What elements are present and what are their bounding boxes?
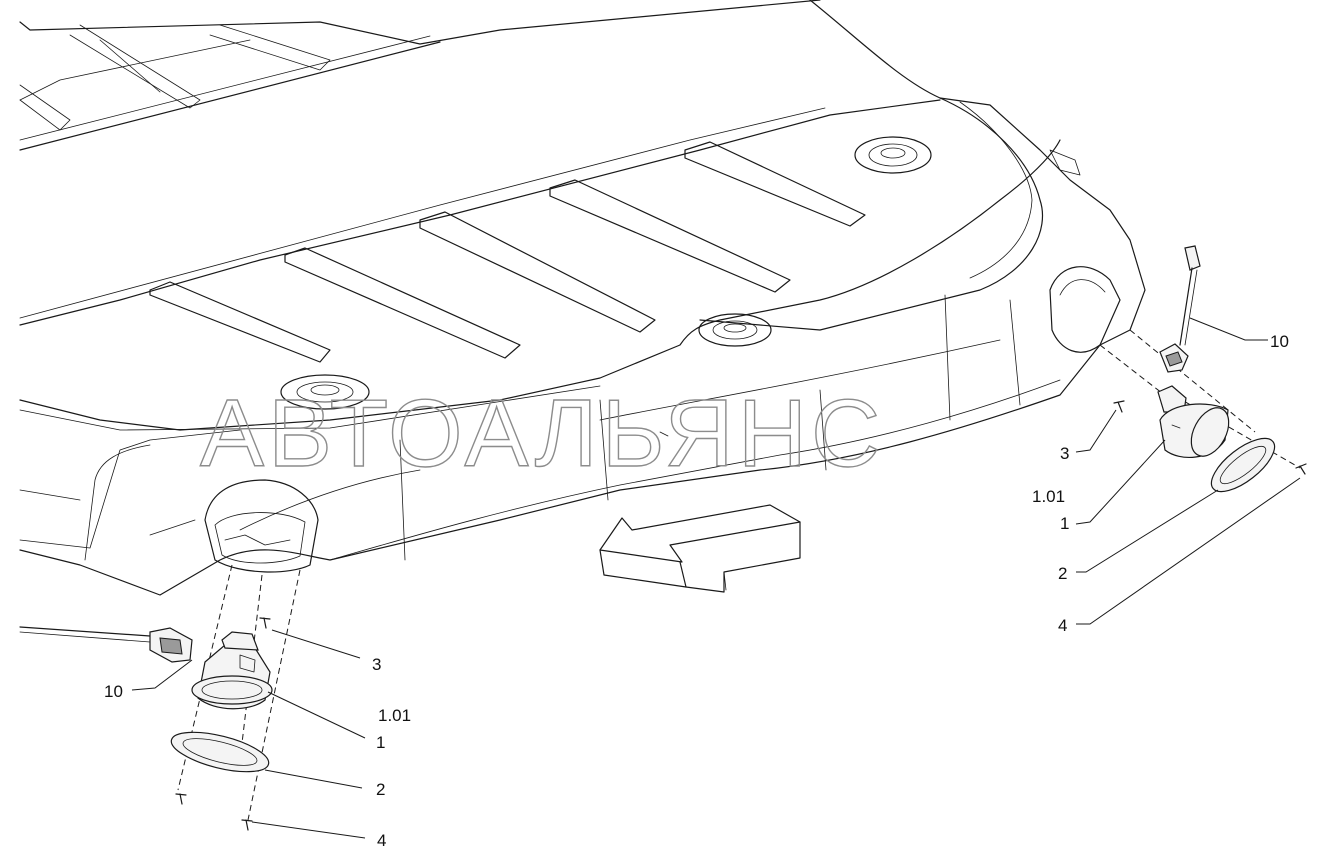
callout-left-screw-top: 3: [372, 655, 381, 674]
left-bezel-ring: [170, 731, 270, 773]
callout-right-lamp-ref: 1.01: [1032, 487, 1065, 506]
left-screw-bottom-b: [241, 819, 253, 831]
left-screw-bottom-a: [175, 793, 187, 805]
right-lamp-assembly: [1075, 245, 1307, 625]
callouts-right: 10 3 1.01 1 2 4: [1032, 332, 1289, 635]
callout-right-harness: 10: [1270, 332, 1289, 351]
callout-left-lamp-ref: 1.01: [378, 706, 411, 725]
roof-panel: [19, 0, 1146, 596]
callout-left-lamp: 1: [376, 733, 385, 752]
right-screw-bottom: [1295, 463, 1307, 475]
callout-right-screw-bottom: 4: [1058, 616, 1067, 635]
callouts-left: 10 3 1.01 1 2 4: [104, 655, 411, 850]
right-harness-top-connector: [1184, 245, 1201, 271]
right-screw-top: [1113, 400, 1125, 413]
callout-left-ring: 2: [376, 780, 385, 799]
direction-arrow: [599, 504, 801, 593]
callout-right-lamp: 1: [1060, 514, 1069, 533]
callout-left-screw-bottom: 4: [377, 831, 386, 850]
callout-right-ring: 2: [1058, 564, 1067, 583]
left-screw-top: [259, 617, 271, 629]
left-lamp-body: [191, 631, 273, 710]
callout-left-harness: 10: [104, 682, 123, 701]
right-lamp-body: [1157, 385, 1230, 458]
callout-right-screw-top: 3: [1060, 444, 1069, 463]
right-bezel-ring: [1210, 437, 1276, 493]
left-lamp-assembly: [19, 564, 366, 839]
watermark-text: АВТОАЛЬЯНС: [200, 380, 884, 487]
